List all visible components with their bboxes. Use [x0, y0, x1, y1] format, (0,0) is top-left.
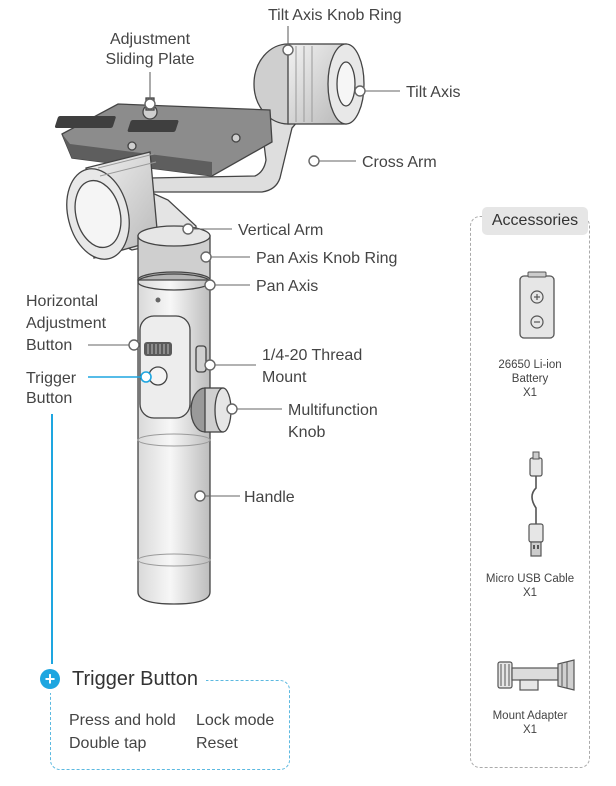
- usb-cable-icon: [528, 451, 544, 557]
- label-vertical-arm: Vertical Arm: [238, 222, 323, 239]
- label-tilt-axis-knob-ring: Tilt Axis Knob Ring: [268, 7, 402, 24]
- gimbal-illustration: [54, 43, 365, 605]
- roll-motor: [66, 151, 159, 260]
- plus-icon: +: [40, 669, 60, 689]
- label-multifunction-knob-2: Knob: [288, 424, 325, 441]
- trigger-panel-header: + Trigger Button: [40, 665, 206, 693]
- label-horizontal-adjustment: Horizontal: [26, 293, 98, 310]
- accessories-panel: [470, 216, 590, 768]
- tilt-motor: [253, 43, 365, 125]
- trigger-result-reset: Reset: [196, 735, 238, 752]
- label-thread-mount-2: Mount: [262, 369, 307, 386]
- label-adjustment-sliding-plate-2: Sliding Plate: [106, 51, 195, 68]
- part-labels: Tilt Axis Knob Ring Adjustment Sliding P…: [26, 7, 461, 506]
- sliding-plate: [54, 97, 273, 177]
- accessory-mount-adapter-label: Mount Adapter X1: [492, 710, 568, 736]
- pan-motor: [137, 225, 211, 289]
- handle-body: [137, 273, 232, 605]
- label-horizontal-adjustment-2: Adjustment: [26, 315, 107, 332]
- label-horizontal-adjustment-3: Button: [26, 337, 72, 354]
- label-handle: Handle: [244, 489, 295, 506]
- label-adjustment-sliding-plate: Adjustment: [110, 31, 191, 48]
- leader-lines: [51, 26, 400, 664]
- label-cross-arm: Cross Arm: [362, 154, 437, 171]
- battery-icon: [519, 271, 555, 339]
- trigger-action-double-tap: Double tap: [69, 735, 147, 752]
- label-trigger-button-2: Button: [26, 390, 72, 407]
- accessory-usb-cable-label: Micro USB Cable X1: [485, 573, 575, 599]
- label-trigger-button: Trigger: [26, 370, 77, 387]
- trigger-panel-title: Trigger Button: [72, 667, 198, 690]
- label-pan-axis: Pan Axis: [256, 278, 318, 295]
- accessories-title: Accessories: [482, 207, 588, 235]
- label-pan-axis-knob-ring: Pan Axis Knob Ring: [256, 250, 397, 267]
- mount-adapter-icon: [497, 659, 575, 691]
- label-tilt-axis: Tilt Axis: [406, 84, 461, 101]
- trigger-action-press-hold: Press and hold: [69, 712, 176, 729]
- label-thread-mount: 1/4-20 Thread: [262, 347, 362, 364]
- label-multifunction-knob: Multifunction: [288, 402, 378, 419]
- accessory-battery-label: 26650 Li-ion Battery X1: [498, 359, 562, 399]
- trigger-result-lock-mode: Lock mode: [196, 712, 275, 729]
